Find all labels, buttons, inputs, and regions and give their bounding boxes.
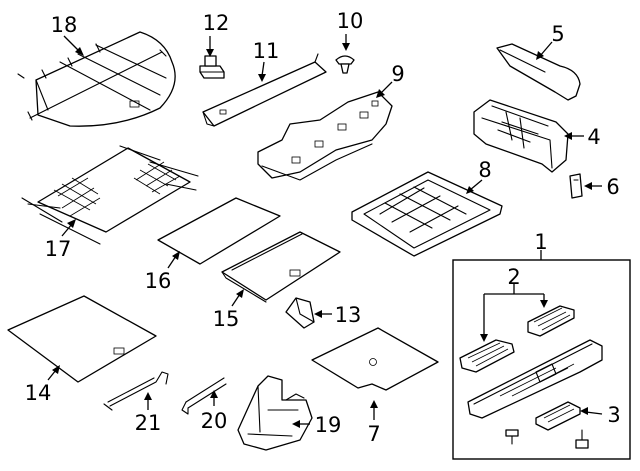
part-7-spare-cover[interactable] — [311, 327, 439, 391]
callout-16: 16 — [145, 269, 172, 293]
part-20-wrench[interactable] — [181, 377, 227, 415]
callout-18: 18 — [51, 13, 78, 37]
callout-7: 7 — [367, 422, 380, 446]
part-14-floor-carpet[interactable] — [7, 295, 157, 383]
callout-4: 4 — [587, 125, 600, 149]
part-19-jack-holder[interactable] — [237, 375, 313, 451]
callout-8: 8 — [478, 158, 491, 182]
callout-14: 14 — [25, 381, 52, 405]
fastener-screw — [505, 429, 519, 445]
part-18-cargo-cover[interactable] — [17, 31, 176, 127]
callout-19: 19 — [315, 413, 342, 437]
callout-9: 9 — [391, 62, 404, 86]
part-9-floor-panel[interactable] — [257, 91, 393, 181]
callout-11: 11 — [253, 39, 280, 63]
callout-1: 1 — [534, 230, 547, 254]
callout-13: 13 — [335, 303, 362, 327]
callout-15: 15 — [213, 307, 240, 331]
part-11-trim-strip[interactable] — [202, 53, 327, 127]
part-15-cargo-board[interactable] — [221, 231, 341, 303]
callout-12: 12 — [203, 11, 230, 35]
part-1-sill-plate[interactable] — [467, 339, 603, 419]
callout-3: 3 — [607, 403, 620, 427]
part-21-jack-handle[interactable] — [103, 371, 169, 411]
part-13-clip[interactable] — [285, 297, 315, 329]
part-2-scuff-plate-left[interactable] — [459, 339, 515, 373]
part-2-scuff-plate-right[interactable] — [527, 305, 575, 337]
callout-17: 17 — [45, 237, 72, 261]
part-8-storage-tray[interactable] — [351, 171, 503, 257]
part-4-storage-bracket[interactable] — [473, 99, 569, 173]
part-10-push-pin[interactable] — [335, 55, 355, 74]
callout-2: 2 — [507, 265, 520, 289]
callout-labels: 1 2 3 4 5 6 7 8 9 10 11 12 13 14 15 16 1… — [25, 9, 621, 446]
callout-10: 10 — [337, 9, 364, 33]
callout-5: 5 — [551, 22, 564, 46]
callout-20: 20 — [201, 409, 228, 433]
callout-21: 21 — [135, 411, 162, 435]
part-16-floor-mat[interactable] — [157, 197, 281, 265]
leader-lines — [47, 34, 603, 428]
part-3-clip[interactable] — [535, 401, 581, 431]
fastener-bolt — [575, 429, 589, 449]
callout-6: 6 — [606, 175, 619, 199]
part-17-cargo-net[interactable] — [21, 145, 199, 245]
part-5-side-trim[interactable] — [496, 43, 581, 101]
part-12-clip[interactable] — [199, 55, 225, 79]
part-6-clip[interactable] — [569, 173, 583, 199]
